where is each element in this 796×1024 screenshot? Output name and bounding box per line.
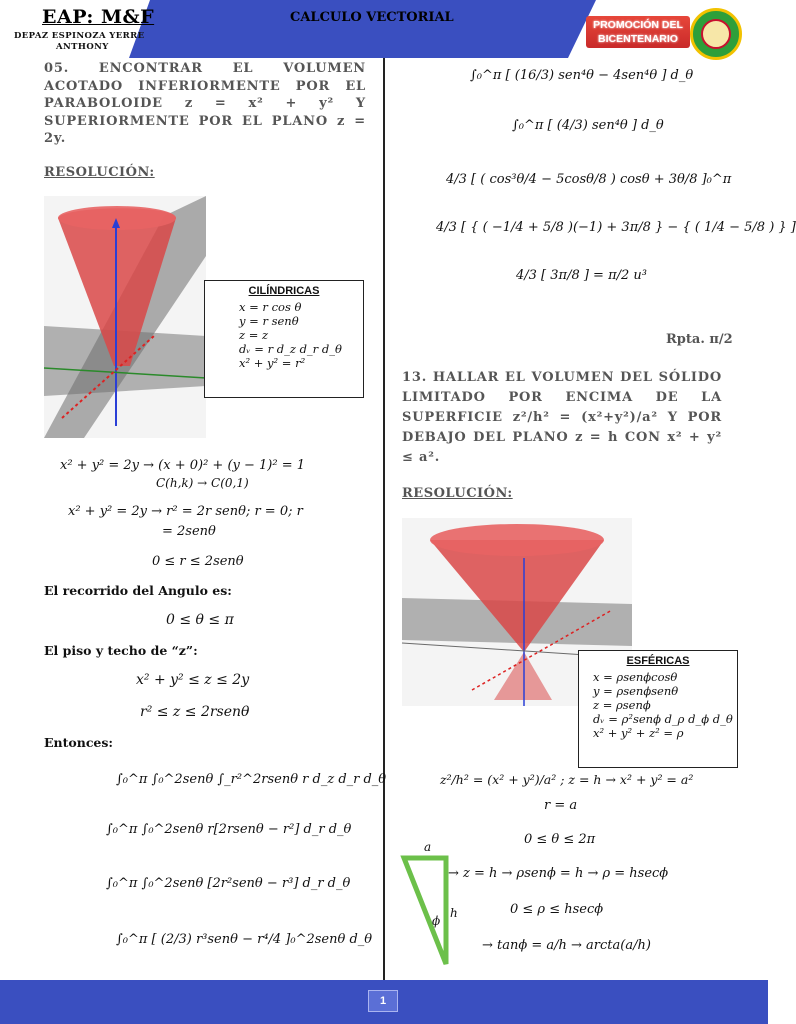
triple-integral: ∫₀^π ∫₀^2senθ ∫_r²^2rsenθ r d_z d_r d_θ: [116, 772, 387, 787]
sph-line-2: y = ρsenϕsenθ: [593, 684, 679, 698]
cyl-line-1: x = r cos θ: [239, 300, 302, 314]
eq-r-equals-a: r = a: [544, 798, 578, 813]
problem-5-statement: 05. ENCONTRAR EL VOLUMEN ACOTADO INFERIO…: [44, 61, 366, 146]
triangle-label-h: h: [450, 906, 458, 920]
course-title: CALCULO VECTORIAL: [290, 10, 454, 25]
triangle-label-phi: ϕ: [432, 914, 441, 928]
page-number: 1: [368, 990, 398, 1012]
author-line-2: ANTHONY: [56, 42, 109, 52]
result-final: 4/3 [ 3π/8 ] = π/2 u³: [516, 268, 647, 283]
eq-circle: x² + y² = 2y → (x + 0)² + (y − 1)² = 1: [60, 458, 306, 473]
eq-phi-arctan: → tanϕ = a/h → arcta(a/h): [482, 938, 651, 953]
cyl-line-3: z = z: [239, 328, 269, 342]
then-label: Entonces:: [44, 735, 114, 750]
column-divider: [383, 58, 385, 980]
problem-13-resolution-heading: RESOLUCIÓN:: [402, 486, 513, 501]
sph-line-3: z = ρsenϕ: [593, 698, 651, 712]
result-integral-2: ∫₀^π [ (4/3) sen⁴θ ] d_θ: [512, 118, 664, 133]
result-substitution: 4/3 [ { ( −1/4 + 5/8 )(−1) + 3π/8 } − { …: [436, 220, 796, 235]
cyl-line-4: dᵥ = r d_z d_r d_θ: [239, 342, 342, 356]
promo-line-2: BICENTENARIO: [598, 33, 678, 45]
bicentennial-seal-icon: [690, 8, 742, 60]
triangle-figure: [400, 855, 449, 965]
promo-line-1: PROMOCIÓN DEL: [593, 19, 683, 31]
single-integral: ∫₀^π [ (2/3) r³senθ − r⁴/4 ]₀^2senθ d_θ: [116, 932, 373, 947]
eq-polar: x² + y² = 2y → r² = 2r senθ; r = 0; r: [68, 504, 303, 519]
eq-theta-bounds: 0 ≤ θ ≤ π: [166, 612, 234, 628]
brand-title: EAP: M&F: [42, 6, 155, 28]
cyl-line-2: y = r senθ: [239, 314, 299, 328]
seal-center: [701, 19, 731, 49]
eq-polar-cont: = 2senθ: [162, 524, 216, 539]
eq-z-bounds-polar: r² ≤ z ≤ 2rsenθ: [140, 704, 250, 720]
eq-rho-range: 0 ≤ ρ ≤ hsecϕ: [510, 902, 604, 917]
problem-13-statement: 13. HALLAR EL VOLUMEN DEL SÓLIDO LIMITAD…: [402, 370, 722, 465]
paraboloid-plane-figure: [43, 196, 207, 438]
sph-line-4: dᵥ = ρ²senϕ d_ρ d_ϕ d_θ: [593, 712, 733, 726]
promo-badge: PROMOCIÓN DEL BICENTENARIO: [586, 16, 690, 48]
cyl-line-5: x² + y² = r²: [239, 356, 306, 370]
double-integral-1: ∫₀^π ∫₀^2senθ r[2rsenθ − r²] d_r d_θ: [106, 822, 352, 837]
cylindrical-box-title: CILÍNDRICAS: [248, 285, 320, 297]
z-bounds-label: El piso y techo de “z”:: [44, 643, 198, 658]
spherical-box: ESFÉRICAS x = ρsenϕcosθ y = ρsenϕsenθ z …: [578, 650, 738, 768]
author-line-1: DEPAZ ESPINOZA YERRE: [14, 31, 145, 41]
sph-line-1: x = ρsenϕcosθ: [593, 670, 678, 684]
eq-theta-range: 0 ≤ θ ≤ 2π: [524, 832, 596, 847]
eq-rho-bound: → z = h → ρsenϕ = h → ρ = hsecϕ: [448, 866, 669, 881]
eq-r-bounds: 0 ≤ r ≤ 2senθ: [152, 554, 244, 569]
result-integral-1: ∫₀^π [ (16/3) sen⁴θ − 4sen⁴θ ] d_θ: [470, 68, 694, 83]
angle-range-label: El recorrido del Angulo es:: [44, 583, 232, 598]
spherical-box-title: ESFÉRICAS: [626, 655, 690, 667]
result-evaluation: 4/3 [ ( cos³θ/4 − 5cosθ/8 ) cosθ + 3θ/8 …: [446, 172, 732, 187]
sph-line-5: x² + y² + z² = ρ: [593, 726, 684, 740]
eq-center: C(h,k) → C(0,1): [156, 476, 249, 490]
eq-cone-plane: z²/h² = (x² + y²)/a² ; z = h → x² + y² =…: [440, 772, 694, 787]
triangle-label-a: a: [424, 840, 432, 854]
header-left-panel: [0, 0, 150, 58]
eq-z-bounds: x² + y² ≤ z ≤ 2y: [136, 672, 250, 688]
problem-5-resolution-heading: RESOLUCIÓN:: [44, 165, 155, 180]
double-integral-2: ∫₀^π ∫₀^2senθ [2r²senθ − r³] d_r d_θ: [106, 876, 351, 891]
answer-label: Rpta. π/2: [666, 332, 733, 347]
cylindrical-box: CILÍNDRICAS x = r cos θ y = r senθ z = z…: [204, 280, 364, 398]
